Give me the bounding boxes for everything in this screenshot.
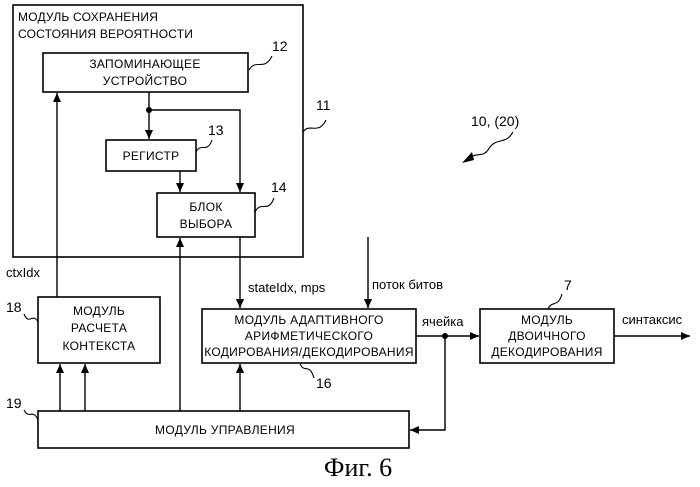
signal-syntax: синтаксис [622,312,683,327]
register-label: РЕГИСТР [123,149,180,163]
ref-12: 12 [272,38,288,54]
ref-11: 11 [316,97,331,113]
leader-device-arrowhead [462,152,474,163]
leader-11 [303,120,326,132]
leader-device [470,132,513,158]
context-calc-label-line1: МОДУЛЬ [73,304,125,318]
arith-coding-label-line2: АРИФМЕТИЧЕСКОГО [245,329,373,343]
memory-label-line2: УСТРОЙСТВО [103,73,187,88]
binary-decoding-label-line2: ДВОИЧНОГО [508,329,586,343]
binary-decoding-label-line1: МОДУЛЬ [521,313,573,327]
arith-coding-label-line3: КОДИРОВАНИЯ/ДЕКОДИРОВАНИЯ [204,345,414,359]
signal-ctxidx: ctxIdx [6,265,40,280]
leader-13 [196,140,212,152]
context-calc-label-line2: РАСЧЕТА [71,321,127,335]
leader-19 [24,410,38,420]
ref-13: 13 [208,122,224,138]
control-label: МОДУЛЬ УПРАВЛЕНИЯ [155,423,295,437]
ref-14: 14 [271,179,287,195]
selector-label-line2: ВЫБОРА [180,217,233,231]
ref-16: 16 [316,375,332,391]
device-ref: 10, (20) [471,113,519,129]
memory-label-line1: ЗАПОМИНАЮЩЕЕ [89,57,200,71]
leader-18 [24,314,38,322]
leader-12 [249,56,272,70]
context-calc-label-line3: КОНТЕКСТА [63,339,136,353]
binary-decoding-label-line3: ДЕКОДИРОВАНИЯ [491,345,602,359]
signal-cell: ячейка [422,314,464,329]
probability-state-module-label-line2: СОСТОЯНИЯ ВЕРОЯТНОСТИ [18,27,193,41]
probability-state-module-label-line1: МОДУЛЬ СОХРАНЕНИЯ [18,10,158,24]
signal-bitstream: поток битов [372,277,443,292]
arith-coding-label-line1: МОДУЛЬ АДАПТИВНОГО [234,313,383,327]
signal-state-mps: stateIdx, mps [248,280,326,295]
ref-18: 18 [6,299,22,315]
leader-7 [548,294,562,309]
leader-14 [255,198,274,212]
figure-caption: Фиг. 6 [324,453,392,482]
ref-19: 19 [6,395,22,411]
ref-7: 7 [564,277,572,293]
leader-16 [300,364,314,378]
selector-label-line1: БЛОК [189,200,222,214]
